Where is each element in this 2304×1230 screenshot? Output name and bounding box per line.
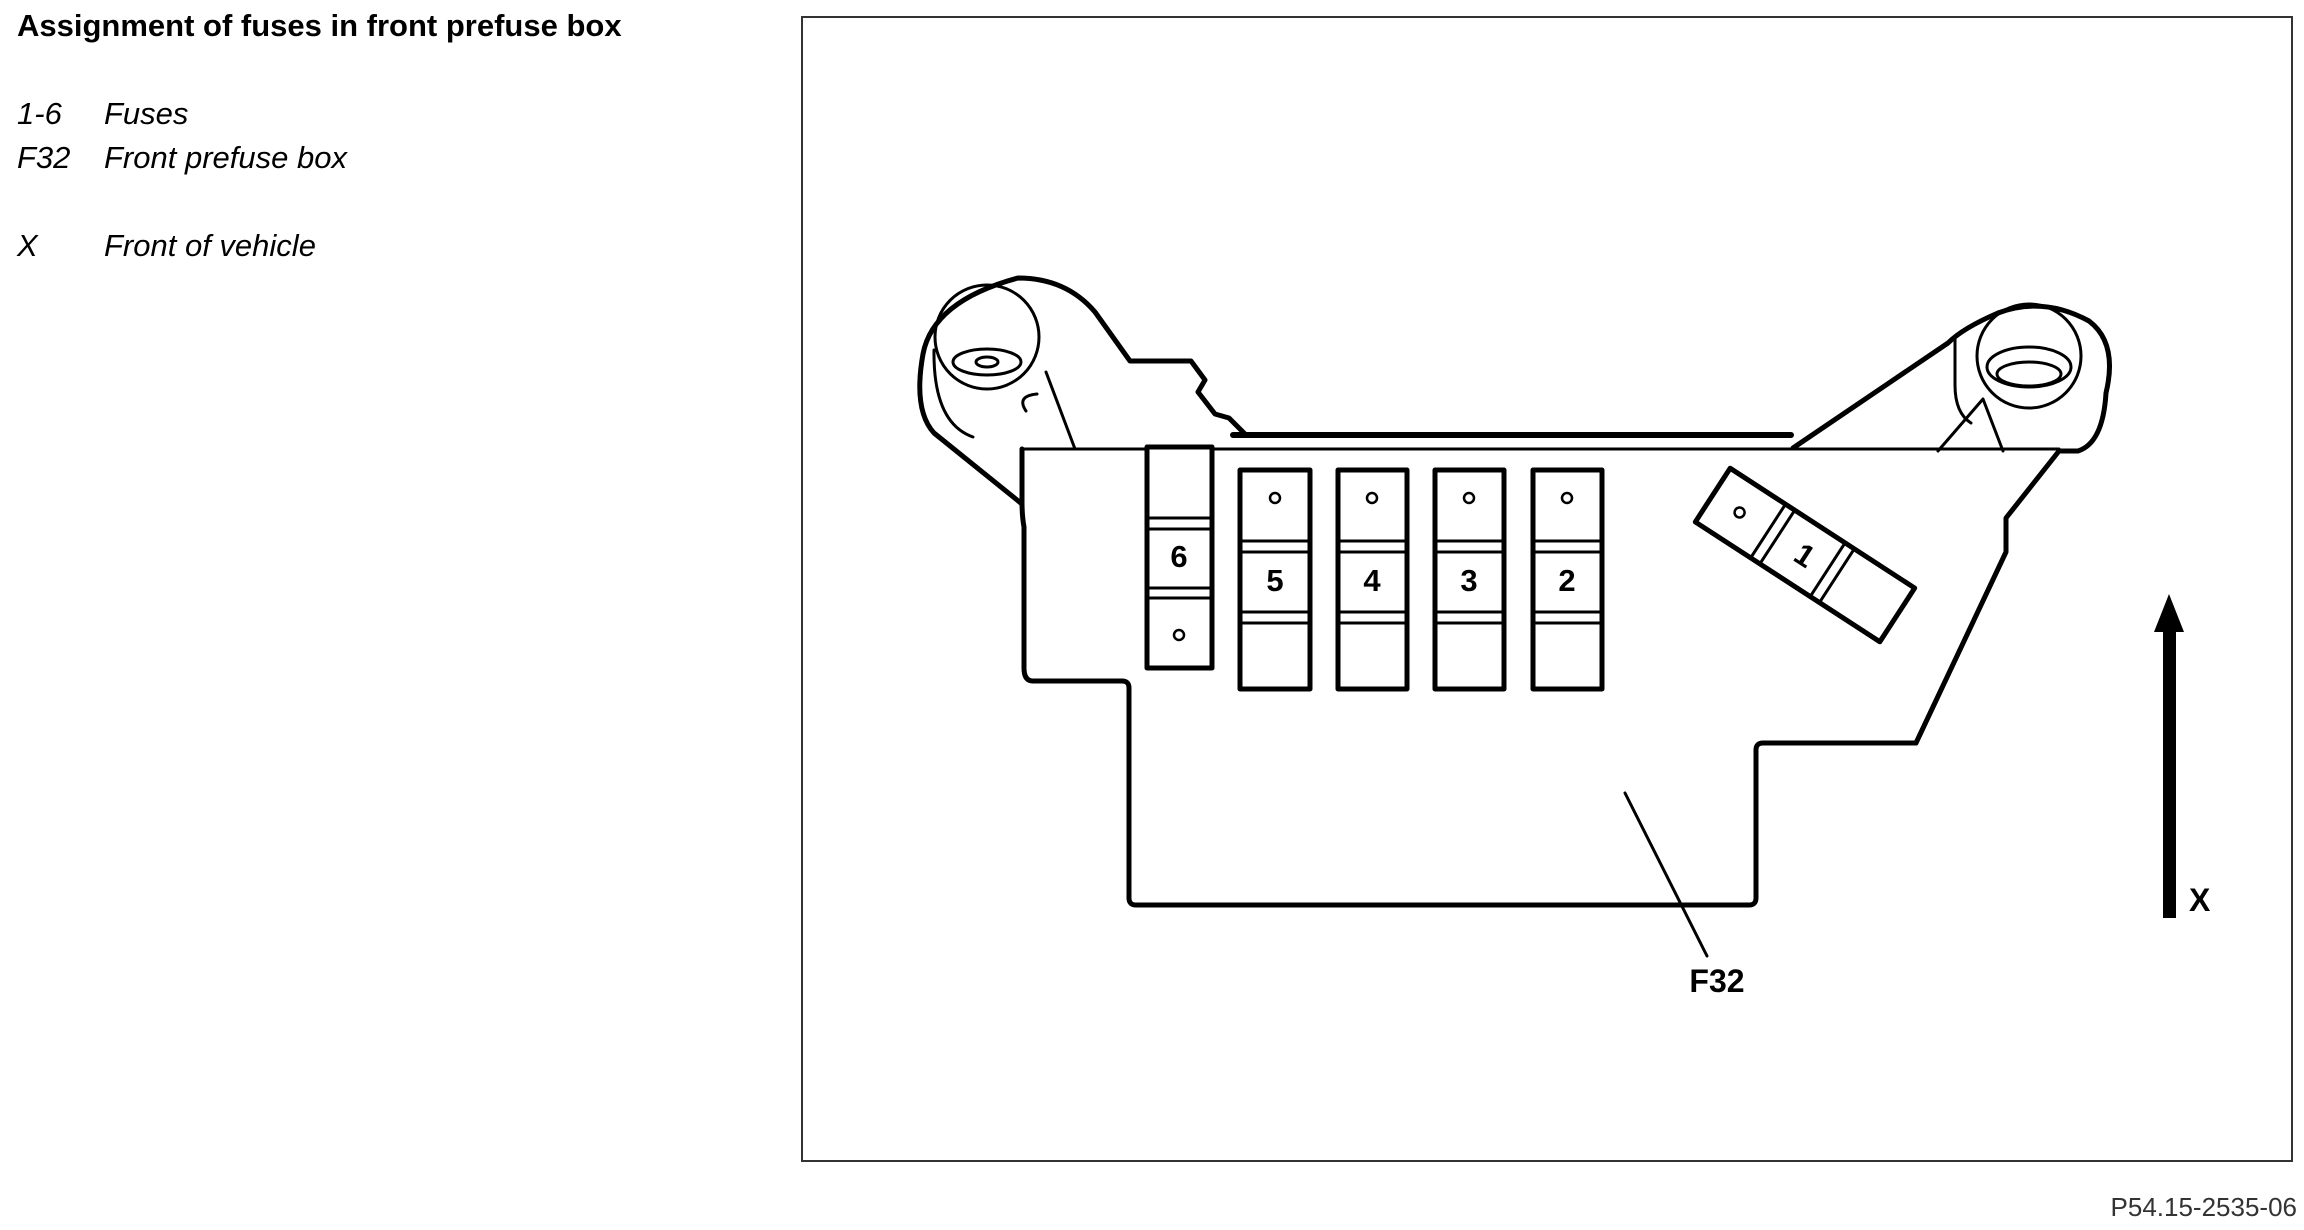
fuse-2 bbox=[1530, 467, 1605, 692]
figure-reference: P54.15-2535-06 bbox=[2110, 1192, 2297, 1222]
legend-description: Fuses bbox=[104, 96, 189, 131]
right-mounting-ear bbox=[1790, 302, 2113, 454]
fuse-2-label: 2 bbox=[1558, 563, 1575, 598]
fuse-5-label: 5 bbox=[1266, 563, 1283, 598]
f32-label: F32 bbox=[1689, 963, 1744, 999]
legend-description: Front of vehicle bbox=[104, 228, 316, 263]
front-direction-arrow: X bbox=[2154, 594, 2211, 918]
fuse-4 bbox=[1335, 467, 1410, 692]
fuse-6 bbox=[1144, 444, 1215, 671]
fuse-5 bbox=[1237, 467, 1313, 692]
legend-description: Front prefuse box bbox=[104, 140, 347, 175]
diagram-frame: 6 5 4 3 2 1 F32 X bbox=[801, 16, 2293, 1162]
legend-code: F32 bbox=[17, 140, 71, 175]
fuse-6-label: 6 bbox=[1170, 539, 1187, 574]
fuse-3 bbox=[1432, 467, 1507, 692]
leader-line bbox=[1623, 791, 1709, 958]
fuse-3-label: 3 bbox=[1460, 563, 1477, 598]
fuse-4-label: 4 bbox=[1363, 563, 1381, 598]
legend-code: X bbox=[17, 228, 38, 263]
page-title: Assignment of fuses in front prefuse box bbox=[17, 8, 622, 43]
legend-code: 1-6 bbox=[17, 96, 62, 131]
direction-x-label: X bbox=[2189, 882, 2211, 918]
fuse-box-diagram: 6 5 4 3 2 1 F32 X bbox=[917, 275, 2211, 999]
fuse-1 bbox=[1692, 465, 1918, 645]
